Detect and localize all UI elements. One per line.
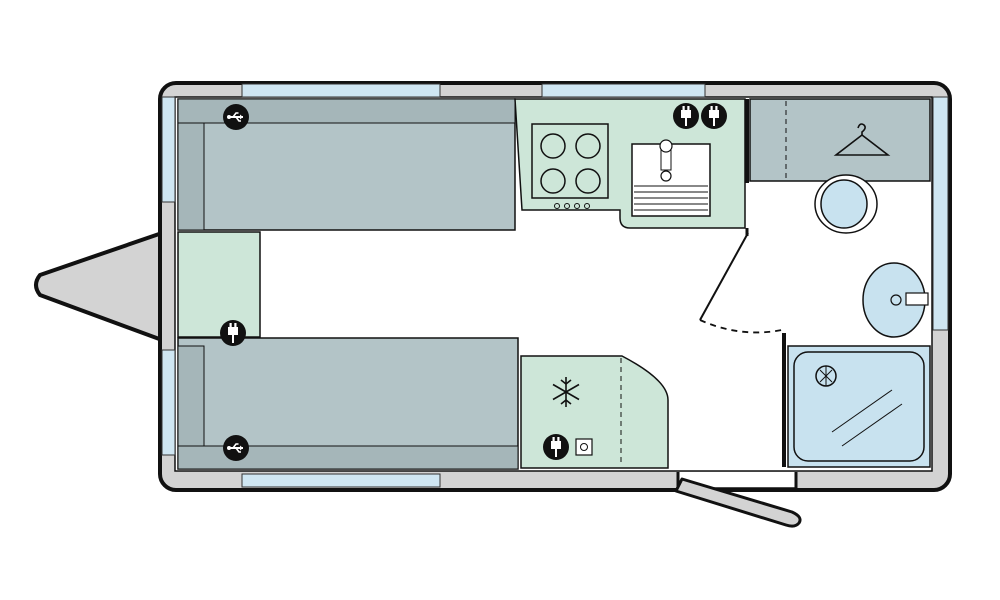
fridge-unit: [520, 355, 669, 469]
entrance-opening: [678, 472, 796, 488]
window-top-left: [241, 83, 441, 98]
hanger-icon: [833, 123, 891, 156]
tv-point-icon: [575, 438, 593, 456]
front-seat-lower-end: [177, 345, 205, 447]
drawbar: [34, 231, 164, 342]
power-socket-icon: [543, 434, 569, 460]
front-seat-lower-backrest: [177, 445, 519, 470]
window-front-upper: [161, 96, 176, 203]
basin-drain-icon: [890, 294, 902, 306]
toilet-bowl: [820, 179, 868, 229]
entrance-door[interactable]: [674, 477, 802, 528]
sink-icon: [631, 139, 711, 217]
front-seat-upper-end: [177, 122, 205, 231]
window-front-lower: [161, 349, 176, 456]
basin-tap-icon: [905, 292, 929, 306]
window-bottom-left: [241, 473, 441, 488]
window-top-right: [541, 83, 706, 98]
power-socket-icon: [673, 103, 699, 129]
window-rear: [932, 96, 949, 331]
washroom-door-leaf: [699, 232, 749, 321]
usb-socket-icon: [222, 434, 250, 462]
shower-tray-inner: [793, 351, 925, 462]
wardrobe: [749, 98, 931, 182]
snowflake-icon: [552, 377, 580, 407]
shower-glass-line: [831, 389, 893, 433]
front-table: [177, 231, 261, 338]
usb-socket-icon: [222, 103, 250, 131]
shower-glass-line: [841, 403, 903, 447]
power-socket-icon: [220, 320, 246, 346]
power-socket-icon: [701, 103, 727, 129]
hob-icon: [531, 123, 609, 209]
